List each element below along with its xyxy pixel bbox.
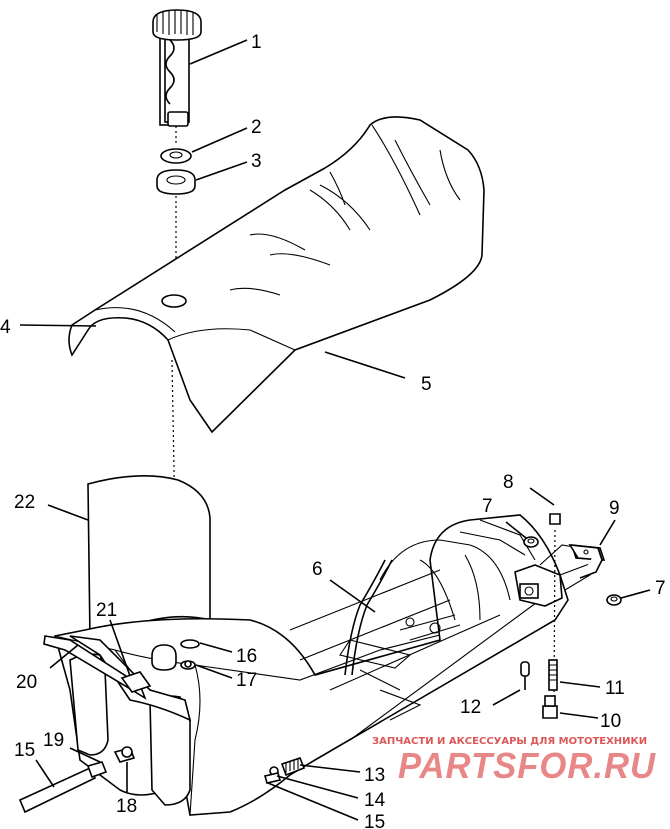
callout-1: 1: [251, 32, 262, 53]
grommet-left-part: [523, 536, 539, 548]
callout-4: 4: [0, 317, 11, 338]
callout-7a: 7: [482, 496, 493, 517]
callout-18: 18: [116, 796, 137, 817]
bolt-part: [542, 695, 558, 719]
callout-16: 16: [236, 646, 257, 667]
callout-5: 5: [421, 374, 432, 395]
callout-14: 14: [364, 790, 386, 811]
callout-6: 6: [312, 559, 323, 580]
stud-part: [548, 659, 558, 691]
callout-15a: 15: [14, 740, 35, 761]
pin-part: [520, 661, 530, 690]
grommet-right-part: [606, 594, 622, 606]
callout-7b: 7: [655, 578, 666, 599]
nut-part: [549, 513, 561, 525]
callout-12: 12: [460, 697, 481, 718]
tank-tab-part: [120, 671, 152, 693]
callout-3: 3: [251, 151, 262, 172]
washer-part: [160, 148, 192, 164]
callout-17: 17: [236, 670, 257, 691]
vent-hose-part: [344, 559, 393, 676]
callout-8: 8: [503, 472, 514, 493]
callout-13: 13: [364, 765, 385, 786]
callout-19: 19: [43, 730, 64, 751]
callout-10: 10: [600, 711, 621, 732]
drain-fitting-part: [263, 757, 306, 784]
callout-21: 21: [96, 600, 117, 621]
callout-20: 20: [16, 672, 37, 693]
watermark-caption: ЗАПЧАСТИ И АКСЕССУАРЫ ДЛЯ МОТОТЕХНИКИ: [372, 736, 647, 747]
fuel-cap-part: [152, 9, 202, 127]
bracket-part: [568, 544, 604, 579]
watermark-logo: PARTSFOR.RU: [398, 745, 656, 786]
callout-labels: 1 2 3 4 5 6 7 7 8 9 10 11 12 13 14 15 15…: [0, 32, 666, 829]
callout-11: 11: [605, 678, 625, 699]
fuel-line-part: [18, 746, 136, 814]
callout-2: 2: [251, 117, 262, 138]
callout-9: 9: [609, 498, 620, 519]
callout-15b: 15: [364, 812, 385, 829]
grommet-part: [156, 169, 196, 195]
watermark: ЗАПЧАСТИ И АКСЕССУАРЫ ДЛЯ МОТОТЕХНИКИ PA…: [372, 736, 656, 786]
tank-fitting-part: [151, 639, 200, 671]
seat-part: [68, 116, 485, 434]
callout-22: 22: [14, 492, 35, 513]
